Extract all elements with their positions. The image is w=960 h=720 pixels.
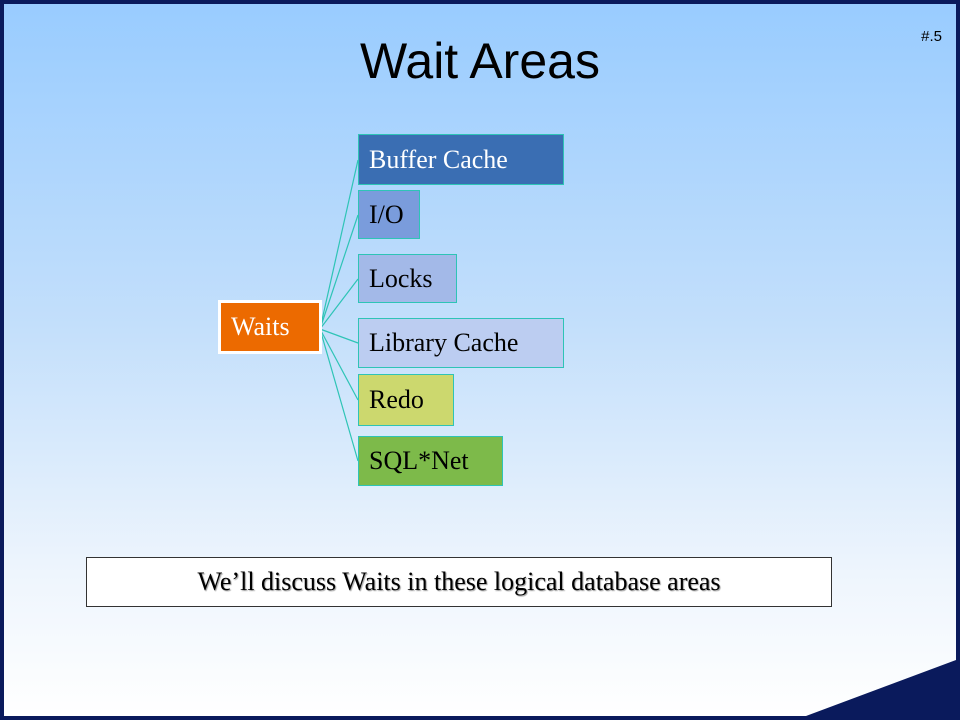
slide-number: #.5 [921, 28, 942, 45]
branch-label: Buffer Cache [369, 144, 508, 174]
branch-label: Locks [369, 263, 433, 293]
connector-library-cache [319, 328, 359, 344]
connector-sqlnet [319, 328, 359, 462]
caption-text: We’ll discuss Waits in these logical dat… [197, 567, 721, 596]
waits-root-box: Waits [218, 300, 322, 354]
branch-locks: Locks [358, 254, 457, 303]
branch-sqlnet: SQL*Net [358, 436, 503, 486]
branch-label: Redo [369, 385, 424, 414]
connector-lines [319, 159, 359, 462]
connector-locks [319, 278, 359, 330]
waits-root-label: Waits [231, 312, 290, 341]
caption-box: We’ll discuss Waits in these logical dat… [86, 557, 832, 607]
branch-redo: Redo [358, 374, 454, 426]
branch-label: SQL*Net [369, 446, 469, 475]
branch-label: I/O [369, 199, 404, 229]
connector-io [319, 214, 359, 330]
slide-title: Wait Areas [360, 33, 600, 89]
branch-label: Library Cache [369, 328, 519, 357]
branch-library-cache: Library Cache [358, 318, 564, 368]
connector-redo [319, 328, 359, 401]
branch-buffer-cache: Buffer Cache [358, 134, 564, 185]
connector-buffer-cache [319, 159, 359, 330]
corner-decoration [806, 660, 956, 716]
branch-io: I/O [358, 190, 420, 239]
